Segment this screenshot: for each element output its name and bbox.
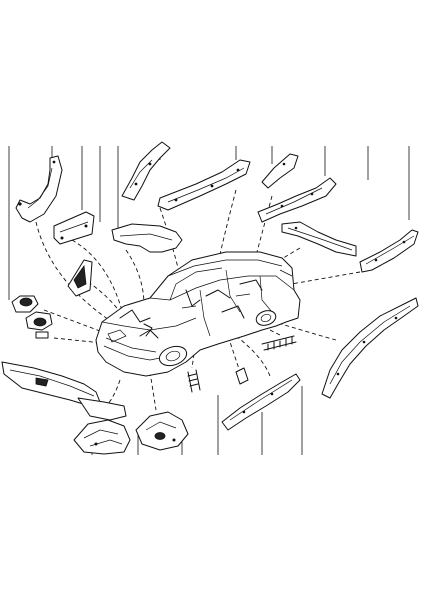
rear-cross-member bbox=[281, 221, 357, 257]
front-lower-assembly bbox=[73, 419, 131, 455]
clip-parts bbox=[11, 295, 53, 339]
lower-sill-member bbox=[221, 373, 301, 431]
car-body bbox=[95, 251, 301, 377]
roof-rail bbox=[157, 159, 251, 211]
wheel-arch-liner bbox=[111, 223, 183, 253]
floor-pan-panel bbox=[1, 361, 127, 421]
curved-sill-panel bbox=[321, 297, 419, 399]
b-pillar-top bbox=[261, 153, 299, 189]
upper-rear-rail bbox=[257, 177, 337, 223]
a-pillar-member bbox=[121, 141, 171, 201]
ladder-insert-a bbox=[261, 335, 297, 351]
rear-side-rail bbox=[359, 229, 419, 273]
suspension-mount bbox=[135, 411, 189, 451]
front-pillar-bracket bbox=[15, 155, 63, 223]
triangle-panel bbox=[67, 259, 93, 297]
small-clip bbox=[235, 367, 249, 385]
small-mount-bracket bbox=[53, 211, 95, 245]
ladder-insert-b bbox=[187, 369, 201, 393]
